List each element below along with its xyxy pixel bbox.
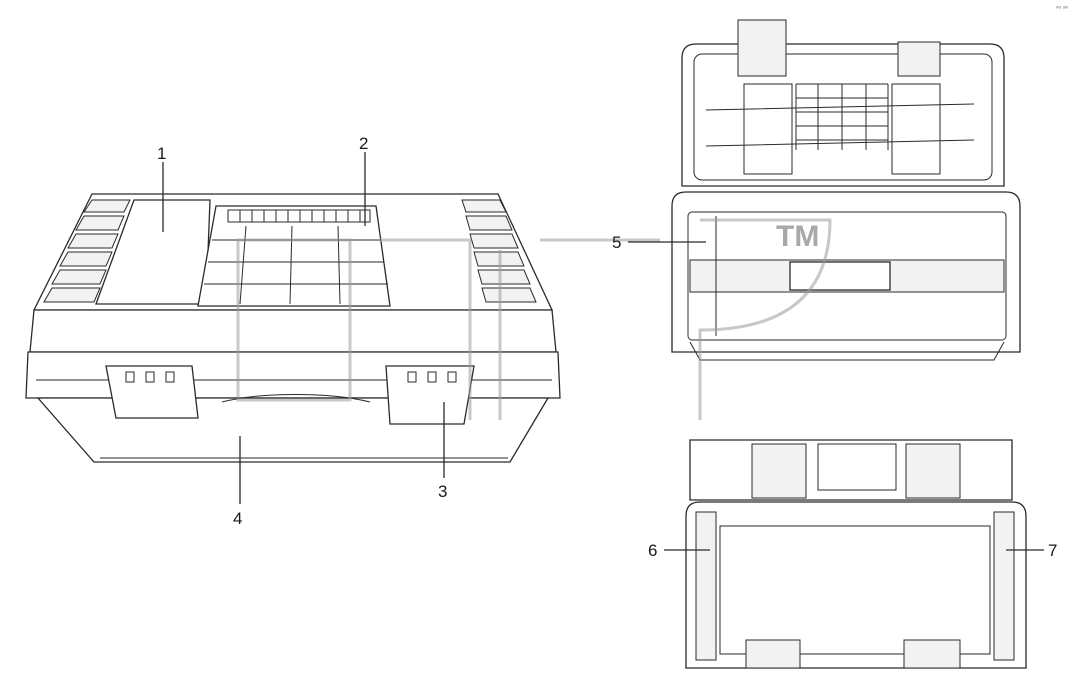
handle — [221, 394, 371, 403]
callout-3: 3 — [438, 482, 447, 501]
tray-5 — [687, 211, 1007, 341]
closed-toolbox — [25, 193, 561, 463]
callout-labels: 1 2 3 4 5 6 7 — [157, 134, 1057, 560]
callout-6: 6 — [648, 541, 657, 560]
left-button-column — [43, 199, 131, 303]
lid-grid — [705, 83, 975, 175]
lower-compartment — [685, 439, 1027, 669]
corner-mark: ʷᵒ ᵃʷ — [1055, 6, 1068, 12]
callout-1: 1 — [157, 144, 166, 163]
watermark: TM ʷᵒ ᵃʷ — [236, 6, 1068, 420]
callout-5: 5 — [612, 233, 621, 252]
callout-7: 7 — [1048, 541, 1057, 560]
callout-4: 4 — [233, 509, 242, 528]
center-compartment — [197, 205, 391, 307]
side-insert-6 — [695, 511, 717, 661]
left-latch — [105, 365, 199, 419]
watermark-tm: TM — [776, 220, 819, 253]
callout-2: 2 — [359, 134, 368, 153]
right-latch-3 — [385, 365, 475, 425]
open-toolbox — [671, 19, 1021, 361]
leader-lines — [162, 152, 1044, 551]
side-insert-7 — [993, 511, 1015, 661]
